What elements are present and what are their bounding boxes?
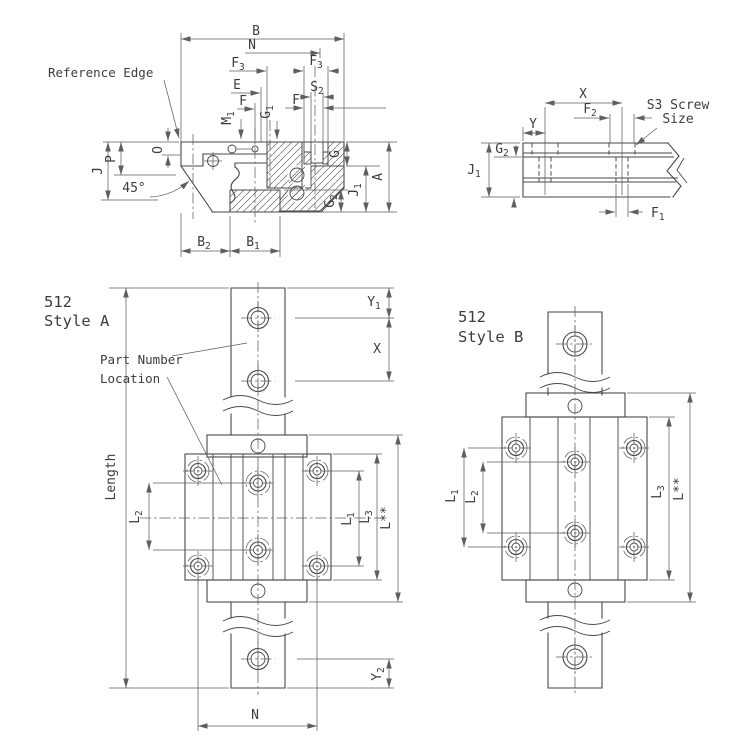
carriage-bolt-hole <box>183 456 213 486</box>
end-plate-top <box>206 434 308 458</box>
carriage-bolt-hole <box>183 551 213 581</box>
dim-label-o: O <box>151 146 166 154</box>
extension-lines <box>109 287 403 731</box>
angle-leader <box>149 180 190 198</box>
dim-label-n: N <box>248 38 256 53</box>
part-number-leaders <box>166 342 248 486</box>
screw-bore <box>303 142 329 164</box>
dim-label-g1: G1 <box>259 105 276 119</box>
rail-groove-profile <box>229 162 240 213</box>
dim-label-b: B <box>252 24 260 39</box>
dim-label-l3: L3 <box>358 510 375 524</box>
dim-label-b2: B2 <box>197 235 211 252</box>
part-number-callout-line1: Part Number <box>100 352 183 367</box>
dim-label-lstar: L** <box>672 477 687 500</box>
style-a-title-line2: Style A <box>44 312 110 330</box>
dim-label-l1: L1 <box>444 489 461 503</box>
dim-label-y: Y <box>529 117 537 132</box>
screw-note-leader <box>635 127 658 146</box>
dim-label-y2: Y2 <box>370 667 387 681</box>
reference-edge-leader <box>163 79 180 139</box>
dimension-lines <box>461 393 693 602</box>
dim-label-length: Length <box>104 454 119 501</box>
dim-label-j1: J1 <box>467 163 481 180</box>
part-number-callout-line2: Location <box>100 371 160 386</box>
dim-label-f-right: F <box>292 93 300 108</box>
dim-label-g2: G2 <box>495 142 509 159</box>
dim-label-l3: L3 <box>650 485 667 499</box>
dim-label-e: E <box>233 78 241 93</box>
figure-cross-section-view: Reference Edge B N F3 E F M1 G1 F3 S2 F … <box>48 24 397 257</box>
dim-label-g2: G2 <box>323 194 340 208</box>
screw-size-note-line2: Size <box>662 112 693 127</box>
dim-label-f3-right: F3 <box>309 54 323 71</box>
dim-label-l1: L1 <box>340 512 357 526</box>
centerlines <box>192 66 316 224</box>
dim-label-m1: M1 <box>220 111 237 125</box>
figure-rail-side-view: X Y F2 S3 Screw Size G2 J1 F1 <box>467 87 709 223</box>
dim-label-lstar: L** <box>379 506 394 529</box>
figure-style-b-plan-view: 512 Style B L1 L2 L3 L** <box>444 306 696 695</box>
style-b-title-line2: Style B <box>458 328 523 346</box>
reference-edge-label: Reference Edge <box>48 65 153 80</box>
figure-style-a-plan-view: 512 Style A Part Number Location Length … <box>44 282 403 731</box>
screw-size-note-line1: S3 Screw <box>647 98 710 113</box>
dim-label-f2: F2 <box>583 102 597 119</box>
rail <box>539 311 611 689</box>
dim-label-x: X <box>579 87 587 102</box>
dim-label-f-left: F <box>239 94 247 109</box>
dim-label-a: A <box>371 173 386 181</box>
dim-label-p: P <box>104 155 119 163</box>
carriage-body <box>501 416 648 581</box>
dim-label-b1: B1 <box>246 235 260 252</box>
dimension-lines <box>105 36 392 254</box>
carriage-bolt-hole <box>302 551 332 581</box>
style-b-title-line1: 512 <box>458 308 486 326</box>
break-line <box>666 142 682 198</box>
dimension-lines <box>486 100 658 215</box>
break-line-2 <box>676 157 688 184</box>
carriage-bolt-hole <box>619 433 649 463</box>
dim-label-j: J <box>91 167 106 175</box>
rail-outline <box>522 142 688 198</box>
dim-label-j1: J1 <box>347 183 364 197</box>
dimension-lines <box>123 288 401 729</box>
dim-label-l2: L2 <box>128 510 145 524</box>
dim-label-x: X <box>373 342 381 357</box>
dim-label-n: N <box>251 708 259 723</box>
dim-label-f1: F1 <box>651 206 665 223</box>
carriage-bolt-hole <box>302 456 332 486</box>
carriage-bolt-hole <box>619 532 649 562</box>
extension-lines <box>468 392 696 603</box>
dim-label-l2: L2 <box>464 490 481 504</box>
dim-label-45deg: 45° <box>122 181 145 196</box>
style-a-title-line1: 512 <box>44 293 72 311</box>
dim-label-g: G <box>328 150 343 158</box>
datum-target-icon <box>204 152 222 170</box>
dim-label-f3-left: F3 <box>231 56 245 73</box>
centerlines <box>140 282 383 695</box>
dim-label-y1: Y1 <box>367 295 381 312</box>
dim-label-s2: S2 <box>310 80 324 97</box>
